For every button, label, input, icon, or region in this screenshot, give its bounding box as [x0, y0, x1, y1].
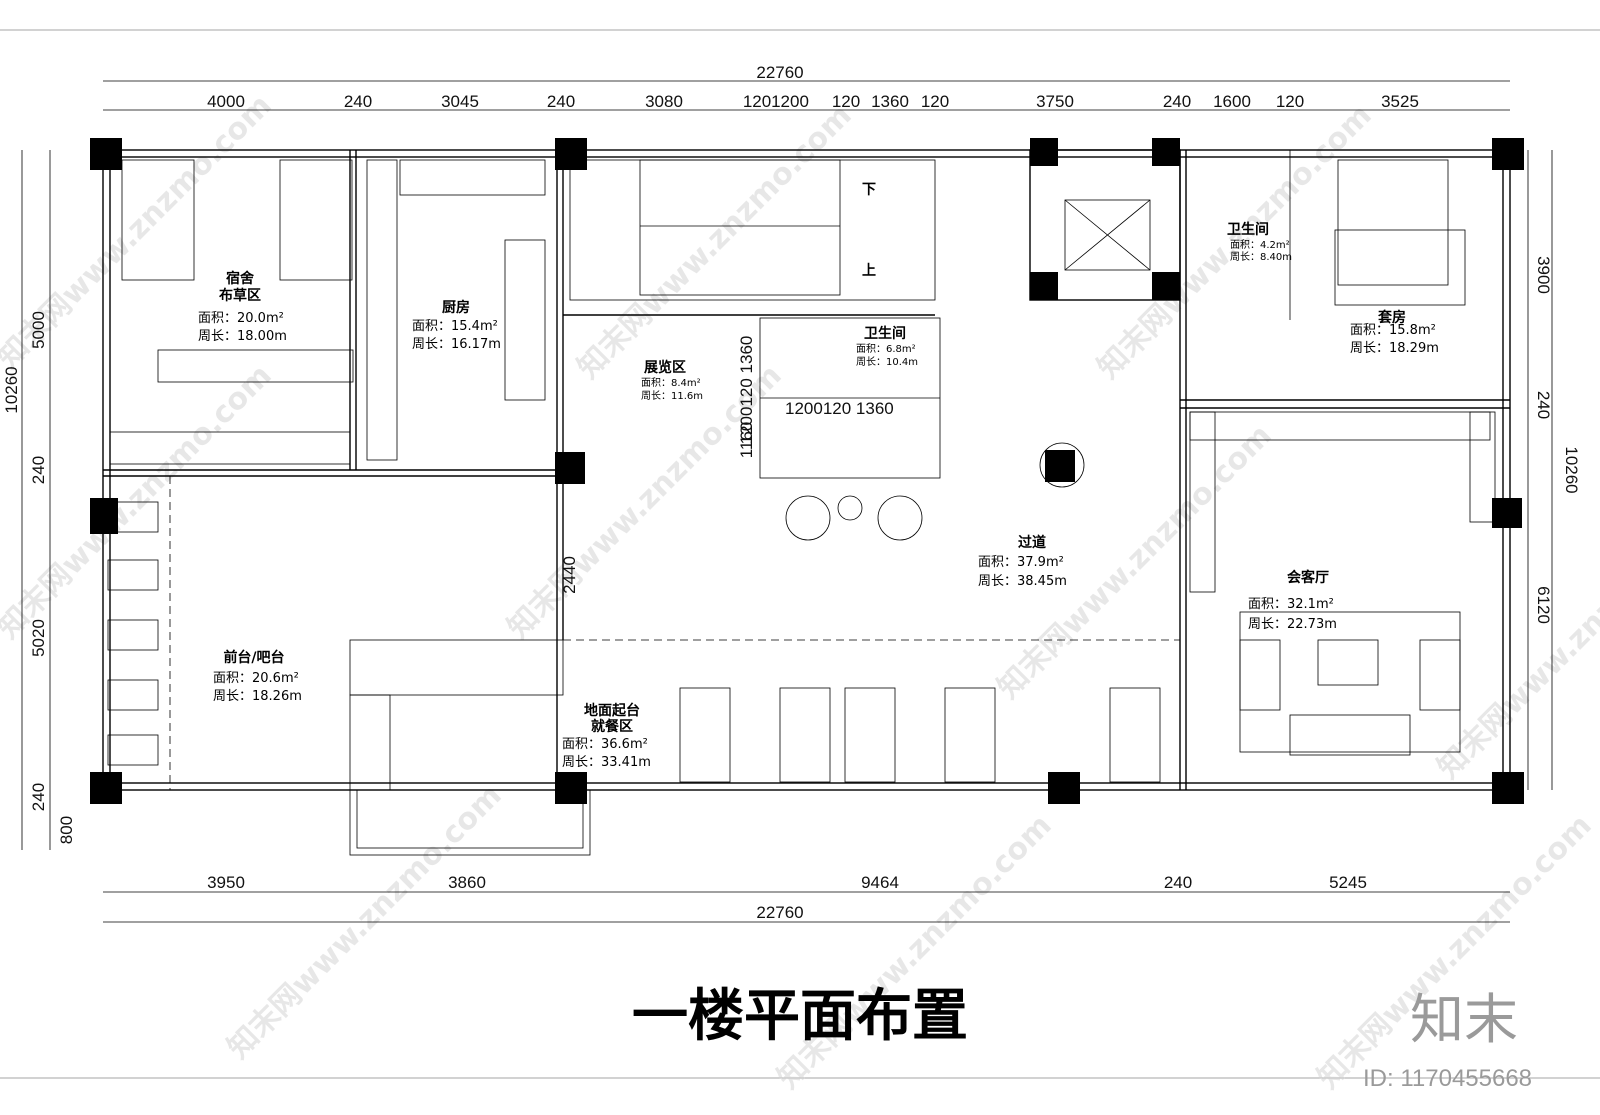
room-name: 展览区	[644, 359, 686, 376]
left-dim-1: 240	[29, 456, 48, 484]
room-perimeter: 周长：33.41m	[562, 755, 651, 770]
room-perimeter: 周长：10.4m	[856, 356, 918, 368]
top-dim-2: 3045	[441, 92, 479, 111]
interior-dim-1160: 1160	[737, 422, 756, 459]
left-dimensions: 10260 5000 240 5020 240 800	[2, 150, 76, 850]
interior-dim-wc-vertical: 1200120 1360	[737, 336, 756, 445]
walls	[102, 149, 1511, 856]
room-reception: 会客厅 面积：32.1m² 周长：22.73m	[1248, 569, 1337, 632]
room-front-desk: 前台/吧台 面积：20.6m² 周长：18.26m	[213, 649, 302, 704]
room-perimeter: 周长：38.45m	[978, 574, 1067, 589]
top-dim-10: 3750	[1036, 92, 1074, 111]
room-name: 会客厅	[1287, 569, 1329, 586]
right-dimensions: 10260 3900 240 6120	[1527, 150, 1581, 790]
room-area: 面积：20.6m²	[213, 671, 299, 686]
bottom-dim-0: 3950	[207, 873, 245, 892]
top-dim-8: 1360	[871, 92, 909, 111]
top-dim-11: 240	[1163, 92, 1191, 111]
drawing-title: 一楼平面布置	[632, 984, 968, 1049]
top-total-dimension: 22760	[756, 63, 803, 82]
room-area: 面积：4.2m²	[1230, 239, 1290, 251]
top-dim-7: 120	[832, 92, 860, 111]
left-total-dimension: 10260	[2, 366, 21, 413]
bottom-dim-2: 9464	[861, 873, 899, 892]
watermarks: 知末网www.znzmo.com 知末网www.znzmo.com 知末网www…	[0, 88, 1600, 1096]
left-dim-0: 5000	[29, 311, 48, 349]
room-area: 面积：32.1m²	[1248, 597, 1334, 612]
top-dim-9: 120	[921, 92, 949, 111]
stair-down-label: 下	[862, 182, 876, 198]
top-dim-13: 120	[1276, 92, 1304, 111]
room-name: 就餐区	[591, 718, 633, 735]
top-dim-14: 3525	[1381, 92, 1419, 111]
top-dim-3: 240	[547, 92, 575, 111]
interior-dim-2440: 2440	[560, 556, 579, 594]
room-dorm: 宿舍 布草区 面积：20.0m² 周长：18.00m	[198, 270, 287, 344]
right-dim-1: 240	[1534, 391, 1553, 419]
room-kitchen: 厨房 面积：15.4m² 周长：16.17m	[412, 299, 501, 352]
left-dim-3: 240	[29, 783, 48, 811]
room-corridor: 过道 面积：37.9m² 周长：38.45m	[978, 534, 1067, 589]
bottom-total-dimension: 22760	[756, 903, 803, 922]
watermark-text: 知末网www.znzmo.com	[771, 808, 1059, 1096]
bottom-dim-1: 3860	[448, 873, 486, 892]
room-area: 面积：20.0m²	[198, 311, 284, 326]
room-name: 套房	[1378, 309, 1406, 326]
left-dim-4: 800	[57, 816, 76, 844]
top-dim-4: 3080	[645, 92, 683, 111]
room-suite: 套房 面积：15.8m² 周长：18.29m	[1350, 309, 1439, 356]
top-dim-1: 240	[344, 92, 372, 111]
room-area: 面积：6.8m²	[856, 343, 916, 355]
room-name: 布草区	[219, 287, 261, 304]
room-name: 过道	[1018, 534, 1046, 551]
room-name: 卫生间	[1227, 221, 1269, 238]
room-perimeter: 周长：22.73m	[1248, 617, 1337, 632]
top-dim-0: 4000	[207, 92, 245, 111]
room-name: 地面起台	[584, 702, 640, 719]
stair-up-label: 上	[862, 263, 876, 279]
bottom-dim-3: 240	[1164, 873, 1192, 892]
interior-dim-wc-width: 1200120 1360	[785, 399, 894, 418]
room-exhibit: 展览区 面积：8.4m² 周长：11.6m	[641, 359, 703, 402]
top-dim-6: 1200	[771, 92, 809, 111]
room-wc-right: 卫生间 面积：4.2m² 周长：8.40m	[1227, 221, 1292, 263]
top-dim-12: 1600	[1213, 92, 1251, 111]
staircase	[639, 159, 841, 296]
watermark-text: 知末网www.znzmo.com	[571, 98, 859, 386]
room-name: 厨房	[442, 299, 470, 316]
id-text: ID: 1170455668	[1363, 1065, 1532, 1092]
watermark-text: 知末网www.znzmo.com	[1311, 808, 1599, 1096]
room-perimeter: 周长：18.26m	[213, 689, 302, 704]
room-name: 卫生间	[864, 325, 906, 342]
right-dim-0: 3900	[1534, 256, 1553, 294]
brand-logo: 知末	[1410, 988, 1518, 1051]
room-perimeter: 周长：8.40m	[1230, 251, 1292, 263]
room-name: 宿舍	[226, 270, 255, 287]
right-total-dimension: 10260	[1562, 446, 1581, 493]
left-dim-2: 5020	[29, 619, 48, 657]
room-name: 前台/吧台	[223, 649, 284, 666]
room-wc-mid: 卫生间 面积：6.8m² 周长：10.4m	[856, 325, 918, 368]
room-perimeter: 周长：16.17m	[412, 337, 501, 352]
watermark-text: 知末网www.znzmo.com	[1431, 498, 1600, 786]
columns	[90, 138, 1524, 804]
room-area: 面积：15.4m²	[412, 319, 498, 334]
room-area: 面积：36.6m²	[562, 737, 648, 752]
top-dim-5: 120	[743, 92, 771, 111]
bottom-dim-4: 5245	[1329, 873, 1367, 892]
room-perimeter: 周长：11.6m	[641, 390, 703, 402]
room-area: 面积：37.9m²	[978, 555, 1064, 570]
furniture: 下 上	[107, 159, 1496, 783]
top-dimensions: 22760 4000 240 3045 240 3080 120 1200 12…	[103, 63, 1510, 111]
bottom-dimensions: 3950 3860 9464 240 5245 22760	[103, 873, 1510, 923]
right-dim-2: 6120	[1534, 586, 1553, 624]
room-perimeter: 周长：18.00m	[198, 329, 287, 344]
room-area: 面积：15.8m²	[1350, 323, 1436, 338]
room-perimeter: 周长：18.29m	[1350, 341, 1439, 356]
room-area: 面积：8.4m²	[641, 377, 701, 389]
room-dining: 地面起台 就餐区 面积：36.6m² 周长：33.41m	[562, 702, 651, 770]
